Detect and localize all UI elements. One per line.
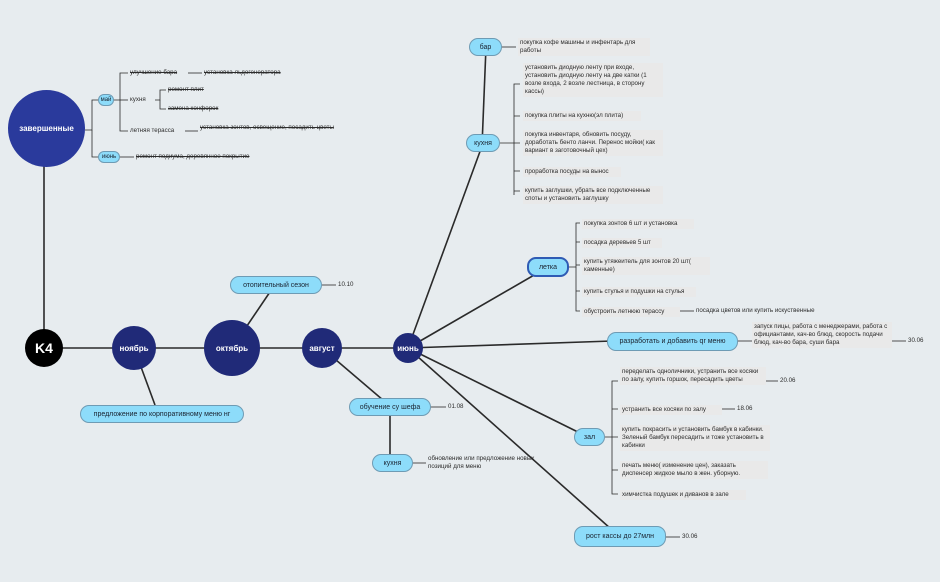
june-kitchen-item: покупка плиты на кухню(эл плита) xyxy=(523,111,641,121)
june-terrace-item: покупка зонтов 6 шт и установка xyxy=(582,219,694,229)
june-hall-node[interactable]: зал xyxy=(574,428,605,446)
june-hall-date: 20.06 xyxy=(780,377,796,384)
june-kitchen-item: купить заглушки, убрать все подключенные… xyxy=(523,186,663,204)
june-hall-item: переделать одноличники, устранить все ко… xyxy=(620,367,766,385)
june-hall-item: купить покрасить и установить бамбук в к… xyxy=(620,425,770,451)
june-terrace-item: посадка деревьев 5 шт xyxy=(582,238,662,248)
june-bar-node[interactable]: бар xyxy=(469,38,502,56)
june-qr-date: 30.06 xyxy=(908,337,924,344)
june-bar-note: покупка кофе машины и инфентарь для рабо… xyxy=(518,38,650,56)
october-heating-node[interactable]: отопительный сезон xyxy=(230,276,322,294)
november-corporate-menu-node[interactable]: предложение по корпоративному меню нг xyxy=(80,405,244,423)
completed-bar-item: улучшение бара xyxy=(130,69,178,76)
june-growth-node[interactable]: рост кассы до 27млн xyxy=(574,526,666,547)
completed-june-node[interactable]: июнь xyxy=(98,151,120,163)
completed-kitchen-sub1: ремонт плит xyxy=(168,86,204,93)
month-october-node[interactable]: октябрь xyxy=(204,320,260,376)
month-june-node[interactable]: июнь xyxy=(393,333,423,363)
october-date: 10.10 xyxy=(338,281,354,288)
june-hall-item: устранить все косяки по залу xyxy=(620,405,722,415)
completed-kitchen-sub2: замена конфорок xyxy=(168,105,219,112)
june-kitchen-item: покупка инвентаря, обновить посуду, дора… xyxy=(523,130,663,156)
june-terrace-item: купить утяжеитель для зонтов 20 шт( каме… xyxy=(582,257,710,275)
completed-terrace-item: летняя терасса xyxy=(130,127,175,134)
june-hall-date: 18.06 xyxy=(737,405,753,412)
june-qr-node[interactable]: разработать и добавить qr меню xyxy=(607,332,738,351)
completed-kitchen-item: кухня xyxy=(130,96,146,103)
august-training-date: 01.08 xyxy=(448,403,464,410)
root-node[interactable]: K4 xyxy=(25,329,63,367)
june-terrace-item: обустроить летнюю терассу xyxy=(582,307,680,317)
completed-node[interactable]: завершенные xyxy=(8,90,85,167)
june-hall-item: химчистка подушек и диванов в зале xyxy=(620,490,746,500)
month-november-node[interactable]: ноябрь xyxy=(112,326,156,370)
june-kitchen-node[interactable]: кухня xyxy=(466,134,500,152)
completed-terrace-sub: установка зонтов, освещение, посадить цв… xyxy=(200,124,334,131)
june-growth-date: 30.06 xyxy=(682,533,698,540)
august-kitchen-node[interactable]: кухня xyxy=(372,454,413,472)
august-training-node[interactable]: обучение су шефа xyxy=(349,398,431,416)
june-qr-note: запуск пицы, работа с менеджерами, работ… xyxy=(752,322,892,348)
completed-bar-sub: установка льдогенератора xyxy=(204,69,281,76)
june-terrace-item: купить стулья и подушки на стулья xyxy=(582,287,696,297)
june-terrace-node[interactable]: летка xyxy=(527,257,569,277)
june-kitchen-item: установить диодную ленту при входе, уста… xyxy=(523,63,663,97)
june-kitchen-item: проработка посуды на вынос xyxy=(523,167,621,177)
june-terrace-sub: посадка цветов или купить искуственные xyxy=(696,307,815,314)
month-august-node[interactable]: август xyxy=(302,328,342,368)
completed-june-item: ремонт подиума, деревянное покрытие xyxy=(136,153,250,160)
completed-may-node[interactable]: май xyxy=(98,94,114,106)
june-hall-item: печать меню( изменение цен), заказать ди… xyxy=(620,461,768,479)
august-kitchen-note: обновление или предложение новых позиций… xyxy=(428,455,535,470)
